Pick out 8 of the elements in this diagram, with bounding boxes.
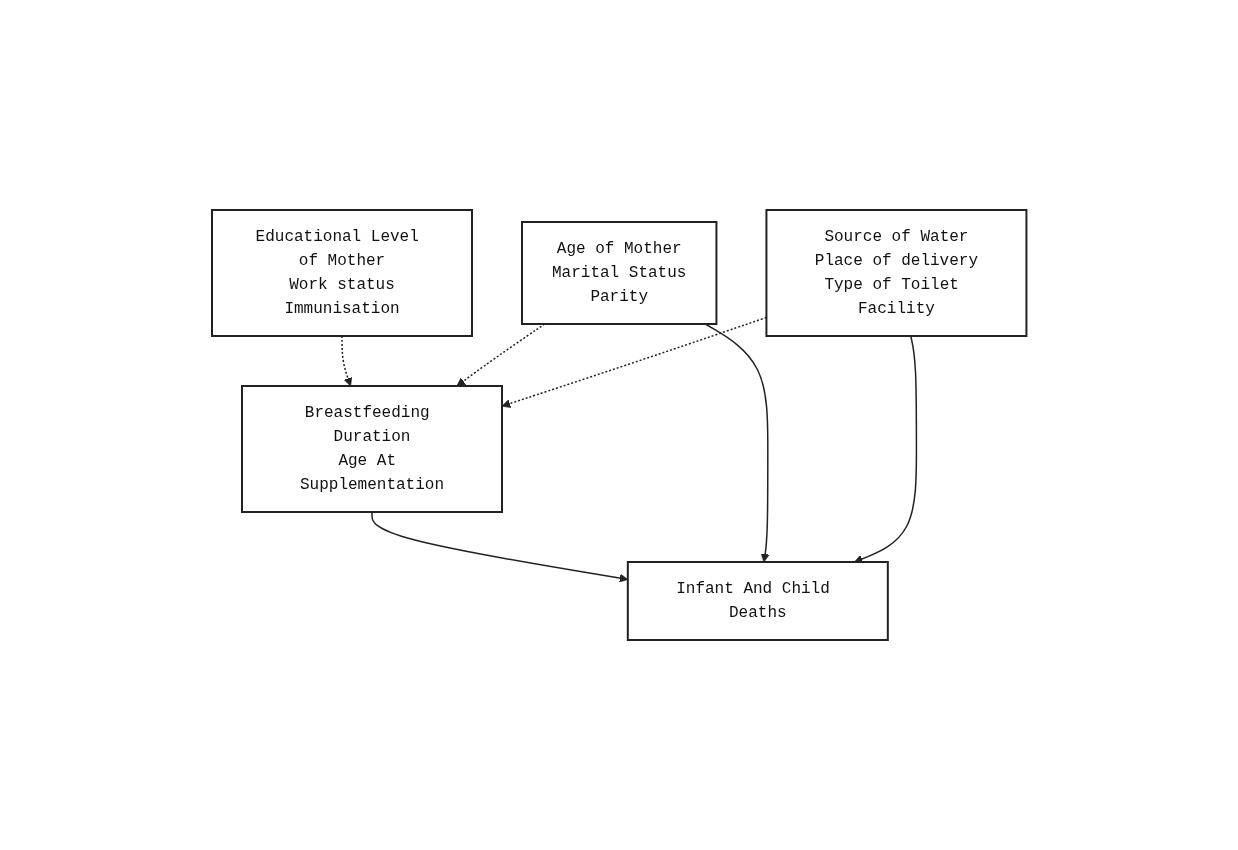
arrow bbox=[371, 511, 628, 583]
arrow bbox=[853, 335, 917, 564]
node-box: Age of Mother Marital Status Parity bbox=[520, 221, 718, 325]
node-box: Source of Water Place of delivery Type of Toilet Facility bbox=[765, 209, 1028, 337]
node-box: Infant And Child Deaths bbox=[626, 561, 889, 641]
arrow bbox=[704, 323, 770, 563]
node-box: Educational Level of Mother Work status Immunisation bbox=[210, 209, 473, 337]
node-box: Breastfeeding Duration Age At Supplementation bbox=[240, 385, 503, 513]
